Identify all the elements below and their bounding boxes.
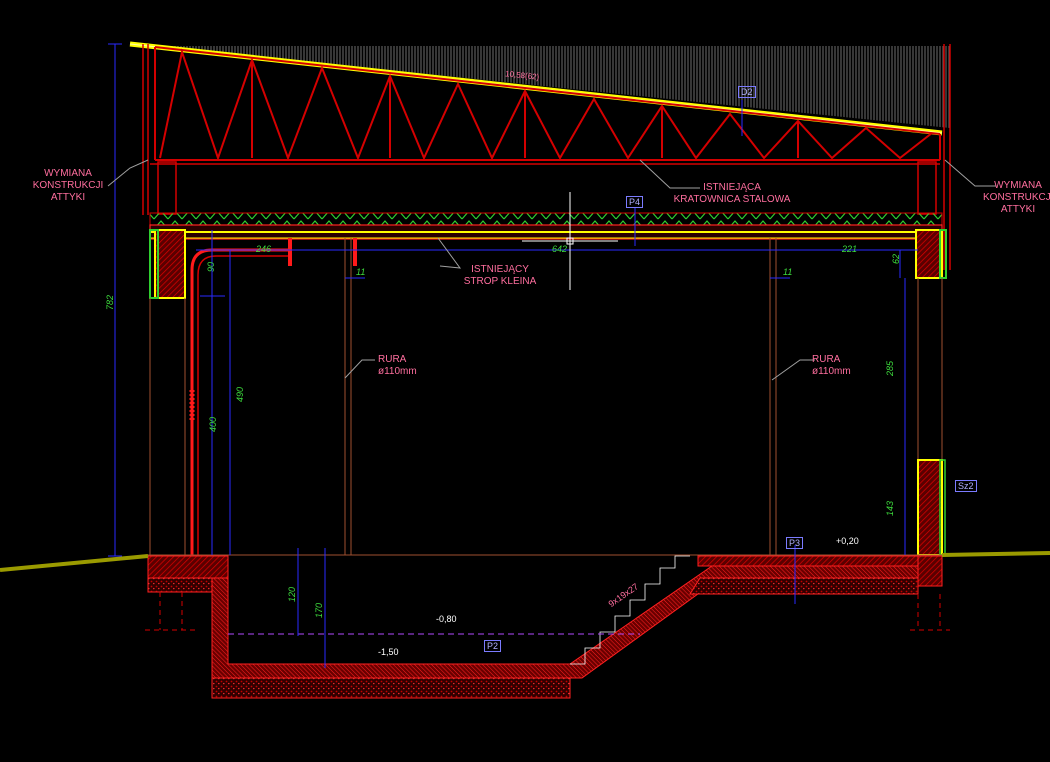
pipe-left-label: RURA ø110mm	[378, 354, 417, 377]
floor-slab-left	[147, 555, 229, 579]
attic-right-label: WYMIANA KONSTRUKCJI ATTYKI	[983, 180, 1050, 215]
ground-right	[941, 551, 1050, 557]
dim-246: 246	[256, 244, 272, 254]
dim-120: 120	[287, 586, 297, 602]
dim-490: 490	[235, 386, 245, 402]
dimension-lines	[108, 43, 918, 668]
level-plus020: +0,20	[836, 536, 859, 546]
right-lintel	[917, 459, 943, 556]
level-minus150: -1,50	[378, 647, 399, 657]
left-crown	[154, 229, 186, 299]
dim-total-height: 782	[105, 294, 115, 310]
tag-p4: P4	[626, 196, 644, 208]
dim-90: 90	[206, 261, 216, 272]
cad-crosshair	[522, 192, 618, 290]
tag-p2: P2	[484, 640, 502, 652]
dim-400: 400	[208, 416, 218, 432]
level-minus080: -0,80	[436, 614, 457, 624]
dim-642: 642	[552, 244, 568, 254]
attic-left-label: WYMIANA KONSTRUKCJI ATTYKI	[32, 168, 104, 203]
dim-143: 143	[885, 500, 895, 516]
floor-slab-right	[697, 555, 919, 567]
dim-285: 285	[885, 360, 895, 376]
ground-left	[0, 554, 149, 572]
insulation-layer	[149, 212, 943, 226]
dim-170: 170	[314, 602, 324, 618]
pipe-right-label: RURA ø110mm	[812, 354, 851, 377]
tag-d2: D2	[738, 86, 756, 98]
steel-truss	[154, 46, 941, 162]
dim-221: 221	[842, 244, 858, 254]
dim-11-right: 11	[783, 267, 793, 277]
dim-62: 62	[891, 253, 901, 264]
dim-11-left: 11	[356, 267, 366, 277]
tag-p3: P3	[786, 537, 804, 549]
walls	[149, 278, 943, 555]
tag-sz2: Sz2	[955, 480, 977, 492]
right-crown	[915, 229, 943, 279]
truss-label: ISTNIEJĄCA KRATOWNICA STALOWA	[673, 182, 791, 205]
stairs	[570, 555, 690, 665]
klein-label: ISTNIEJĄCY STROP KLEINA	[463, 264, 537, 287]
